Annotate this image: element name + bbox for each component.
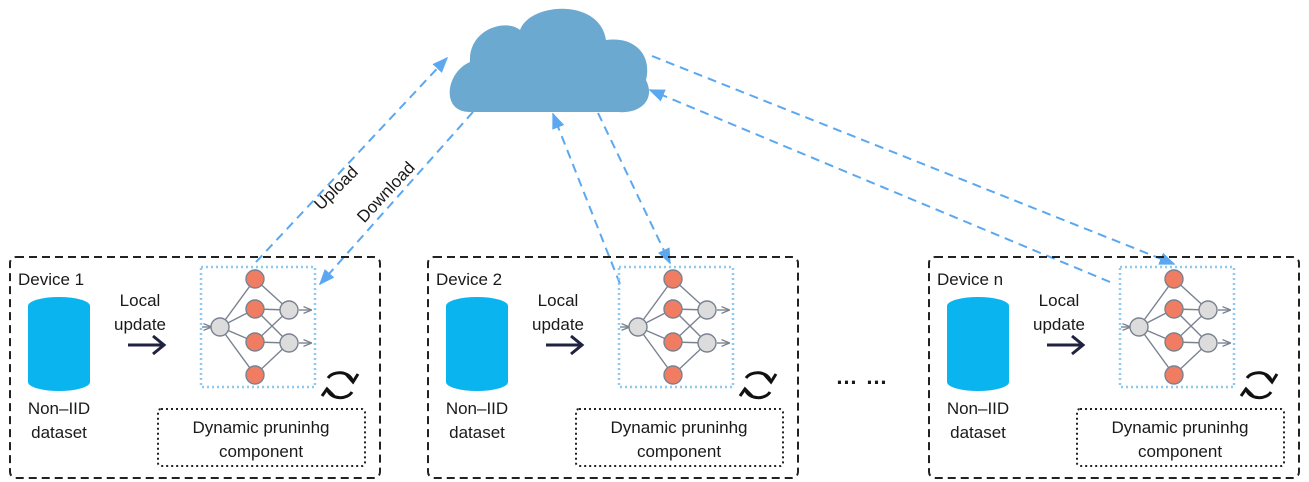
upload-label: Upload: [310, 162, 362, 214]
download-arrow-device-n: [651, 55, 1176, 265]
device-1-panel: Device 1 Non–IID dataset Local update: [9, 256, 381, 479]
device-frame: [427, 256, 799, 479]
refresh-icon: [1239, 371, 1279, 400]
dataset-label-line2: dataset: [950, 423, 1006, 442]
local-update-arrow: [1047, 334, 1086, 356]
database-icon: [28, 297, 90, 391]
local-update-line1: Local: [1039, 291, 1080, 310]
dataset-label-line1: Non–IID: [947, 399, 1009, 418]
database-icon: [947, 297, 1009, 391]
database-icon: [446, 297, 508, 391]
neural-network: [199, 265, 317, 389]
device-title: Device 2: [436, 270, 502, 289]
pruning-component-box: [157, 408, 366, 467]
more-devices-ellipsis: … …: [835, 364, 888, 389]
pruning-label-line1: Dynamic pruninhg: [192, 418, 329, 437]
refresh-icon: [738, 371, 778, 400]
upload-arrow-device-2: [552, 112, 621, 285]
local-update-line2: update: [532, 315, 584, 334]
neural-network: [1118, 265, 1236, 389]
pruning-label-line2: component: [1138, 442, 1222, 461]
upload-arrow-device-n: [648, 89, 1111, 283]
cloud-icon: [449, 8, 650, 113]
pruning-component-box: [575, 408, 784, 467]
local-update-line2: update: [114, 315, 166, 334]
dataset-label-line1: Non–IID: [28, 399, 90, 418]
dataset-label-line2: dataset: [31, 423, 87, 442]
dataset-label-line1: Non–IID: [446, 399, 508, 418]
download-label: Download: [353, 158, 418, 226]
device-frame: [928, 256, 1300, 479]
download-arrow-device-1: [318, 111, 474, 286]
local-update-line2: update: [1033, 315, 1085, 334]
upload-arrow-device-1: [255, 56, 449, 263]
pruning-label-line1: Dynamic pruninhg: [1111, 418, 1248, 437]
pruning-label-line2: component: [219, 442, 303, 461]
device-title: Device n: [937, 270, 1003, 289]
local-update-arrow: [128, 334, 167, 356]
device-n-panel: Device n Non–IID dataset Local update: [928, 256, 1300, 479]
refresh-icon: [320, 371, 360, 400]
local-update-line1: Local: [120, 291, 161, 310]
download-arrow-device-2: [597, 112, 671, 265]
pruning-label-line2: component: [637, 442, 721, 461]
device-title: Device 1: [18, 270, 84, 289]
pruning-component-box: [1076, 408, 1285, 467]
local-update-line1: Local: [538, 291, 579, 310]
device-2-panel: Device 2 Non–IID dataset Local update: [427, 256, 799, 479]
device-frame: [9, 256, 381, 479]
pruning-label-line1: Dynamic pruninhg: [610, 418, 747, 437]
dataset-label-line2: dataset: [449, 423, 505, 442]
neural-network: [617, 265, 735, 389]
local-update-arrow: [546, 334, 585, 356]
sync-arrows: [255, 55, 1176, 286]
